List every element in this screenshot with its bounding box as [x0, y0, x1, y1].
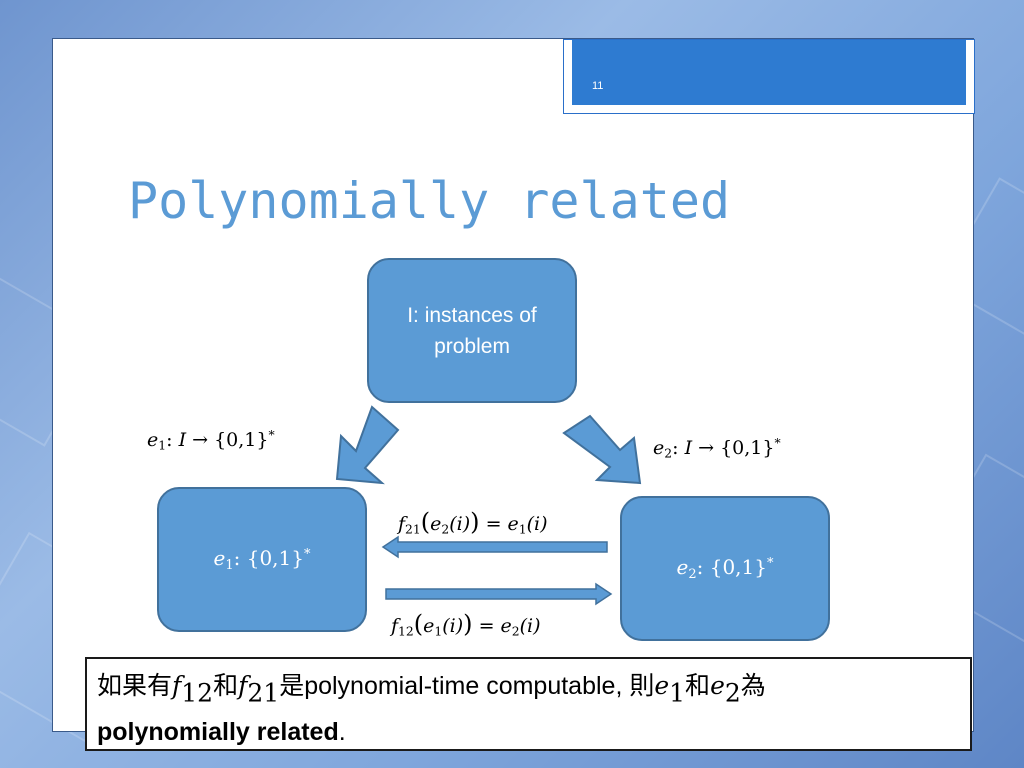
node-e1-label: e1: {0,1}* [213, 546, 311, 573]
arrow-right [385, 582, 613, 606]
slide-number-band: 11 [572, 40, 966, 105]
conclusion-bold: polynomially related [97, 717, 339, 746]
node-instances-label: I: instances of problem [407, 303, 537, 358]
label-f21: f21(e2(i)) = e1(i) [398, 508, 548, 537]
label-e1-mapping: e1: I → {0,1}* [147, 428, 275, 453]
node-e2-label: e2: {0,1}* [676, 555, 774, 582]
conclusion-text: 如果有f12和f21是polynomial-time computable, 則… [97, 671, 766, 746]
conclusion-box: 如果有f12和f21是polynomial-time computable, 則… [85, 657, 972, 751]
block-arrow-down-left [335, 405, 400, 485]
slide-number: 11 [592, 80, 604, 92]
label-f12: f12(e1(i)) = e2(i) [391, 610, 541, 639]
arrow-left [381, 535, 608, 559]
node-e2: e2: {0,1}* [620, 496, 830, 641]
block-arrow-down-right [562, 414, 642, 485]
slide-title: Polynomially related [128, 172, 731, 230]
slide-number-box: 11 [563, 39, 975, 114]
node-e1: e1: {0,1}* [157, 487, 367, 632]
label-e2-mapping: e2: I → {0,1}* [653, 436, 781, 461]
node-instances: I: instances of problem [367, 258, 577, 403]
